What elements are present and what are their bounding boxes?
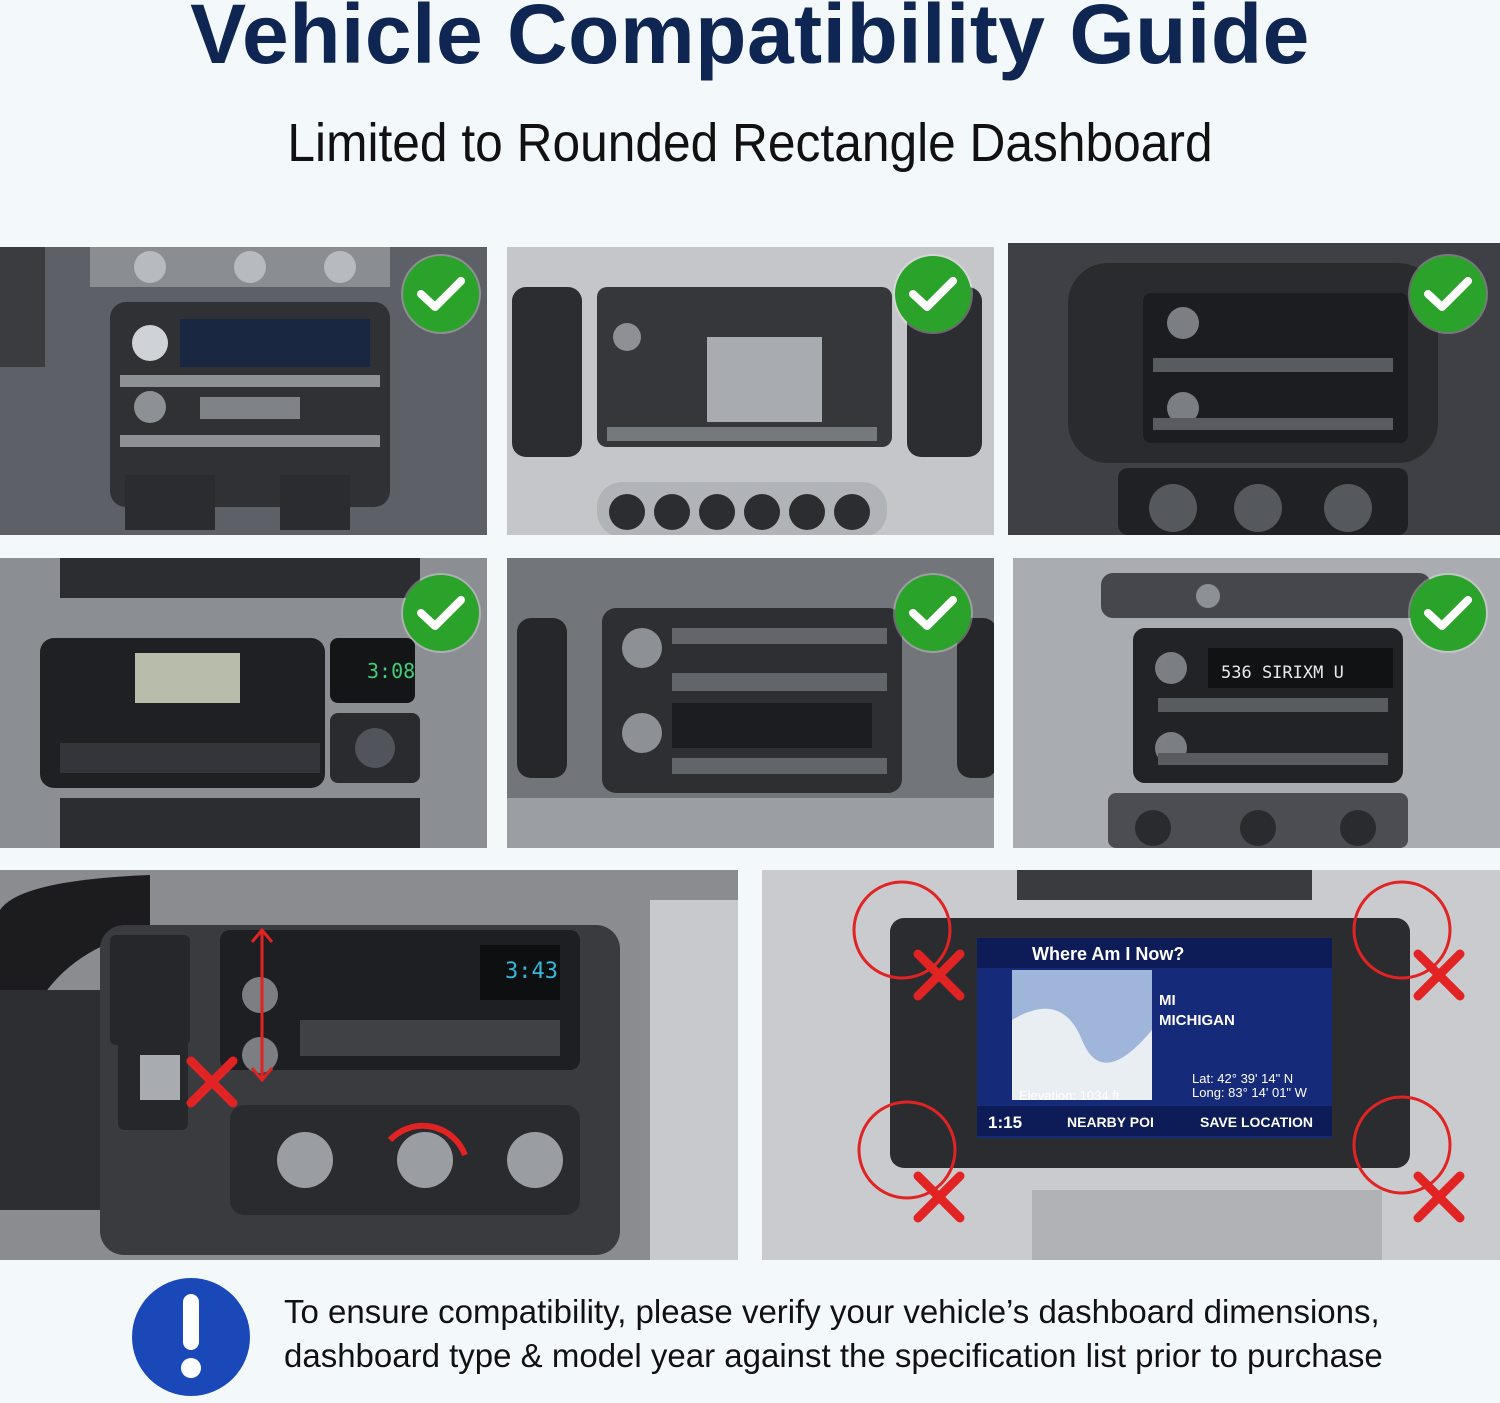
incompatible-dashboard-photo-1: 3:43	[0, 870, 738, 1260]
check-circle-icon	[403, 256, 479, 332]
red-x-icon	[912, 948, 966, 1007]
nav-location-state: MICHIGAN	[1159, 1012, 1235, 1029]
nav-long: Long: 83° 14' 01" W	[1192, 1085, 1308, 1100]
radio-display-text: 536 SIRIXM U	[1221, 663, 1344, 683]
clock-display: 3:43	[505, 959, 558, 984]
exclamation-icon	[132, 1278, 250, 1396]
note-line-2: dashboard type & model year against the …	[284, 1337, 1383, 1374]
check-circle-icon	[895, 256, 971, 332]
dashboard-photo-5	[507, 558, 994, 848]
nav-lat: Lat: 42° 39' 14" N	[1192, 1071, 1293, 1086]
check-circle-icon	[895, 575, 971, 651]
red-x-icon	[1412, 1170, 1466, 1229]
red-x-icon	[185, 1055, 239, 1114]
clock-display: 3:08	[367, 659, 415, 683]
check-circle-icon	[1410, 575, 1486, 651]
save-location-button: SAVE LOCATION	[1200, 1114, 1313, 1130]
compatibility-note: To ensure compatibility, please verify y…	[284, 1290, 1464, 1378]
nav-location: MI	[1159, 992, 1176, 1009]
page-subtitle: Limited to Rounded Rectangle Dashboard	[287, 113, 1213, 173]
nav-elevation: Elevation: 1034 ft	[1019, 1088, 1120, 1103]
red-x-icon	[912, 1170, 966, 1229]
check-circle-icon	[1410, 256, 1486, 332]
check-circle-icon	[403, 575, 479, 651]
red-x-icon	[1412, 948, 1466, 1007]
page-title: Vehicle Compatibility Guide	[190, 0, 1310, 81]
note-line-1: To ensure compatibility, please verify y…	[284, 1293, 1380, 1330]
nearby-poi-button: NEARBY POI	[1067, 1114, 1154, 1130]
nav-screen-header: Where Am I Now?	[1032, 944, 1184, 964]
incompatible-dashboard-photo-2: Where Am I Now? MI MICHIGAN Lat: 42° 39'…	[762, 870, 1500, 1260]
nav-time: 1:15	[988, 1113, 1022, 1132]
